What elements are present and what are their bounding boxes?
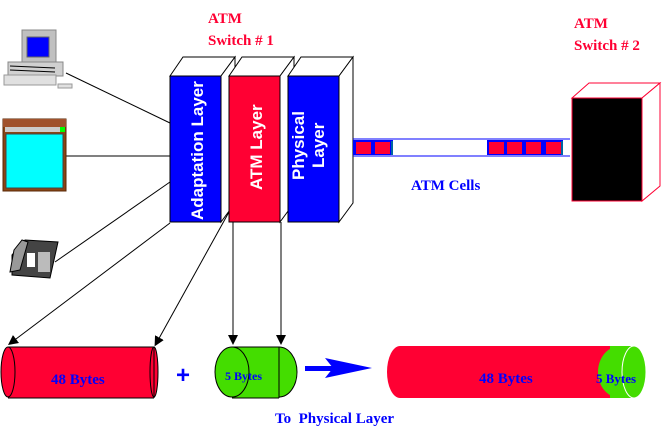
device-connection-lines	[54, 72, 171, 263]
header-label: 5 Bytes	[225, 369, 262, 383]
atm-layer-label: ATM Layer	[247, 104, 266, 190]
atm-cell	[356, 142, 371, 154]
plus-sign: +	[176, 362, 190, 389]
header-cylinder	[214, 346, 298, 399]
atm-cell	[546, 142, 561, 154]
atm-cell	[489, 142, 504, 154]
atm-layer-block: ATM Layer	[228, 55, 295, 224]
result-header-label: 5 Bytes	[596, 371, 636, 386]
computer-link	[65, 72, 171, 124]
arrow-right-icon	[305, 358, 372, 378]
payload-cylinder	[0, 346, 159, 399]
switch1-label-line2: Switch # 1	[208, 33, 274, 49]
result-payload-label: 48 Bytes	[479, 371, 533, 387]
telephone-link	[54, 181, 171, 263]
switch1-label-line1: ATM	[208, 11, 242, 27]
payload-label: 48 Bytes	[51, 372, 105, 388]
adaptation-layer-block: Adaptation Layer	[169, 55, 236, 224]
result-cell-cylinder	[387, 345, 647, 399]
layer-down-links	[8, 211, 286, 347]
video-terminal-icon	[2, 118, 67, 192]
computer-icon	[3, 29, 73, 89]
physical-layer-block: Physical Layer	[287, 55, 354, 224]
switch2-label-line1: ATM	[574, 16, 608, 32]
atm-cells-label: ATM Cells	[411, 178, 480, 194]
adaptation-layer-label: Adaptation Layer	[188, 81, 207, 220]
atm-cell	[526, 142, 541, 154]
physical-layer-label-line1: Physical	[289, 111, 308, 180]
atm-switch2-block	[570, 81, 662, 203]
atm-cell	[375, 142, 390, 154]
telephone-icon	[9, 239, 59, 279]
physical-layer-label-line2: Layer	[309, 122, 328, 168]
atm-cell	[507, 142, 522, 154]
switch2-label-line2: Switch # 2	[574, 38, 640, 54]
atm-cells-stream	[353, 138, 570, 157]
to-physical-layer-label: To Physical Layer	[275, 411, 394, 427]
